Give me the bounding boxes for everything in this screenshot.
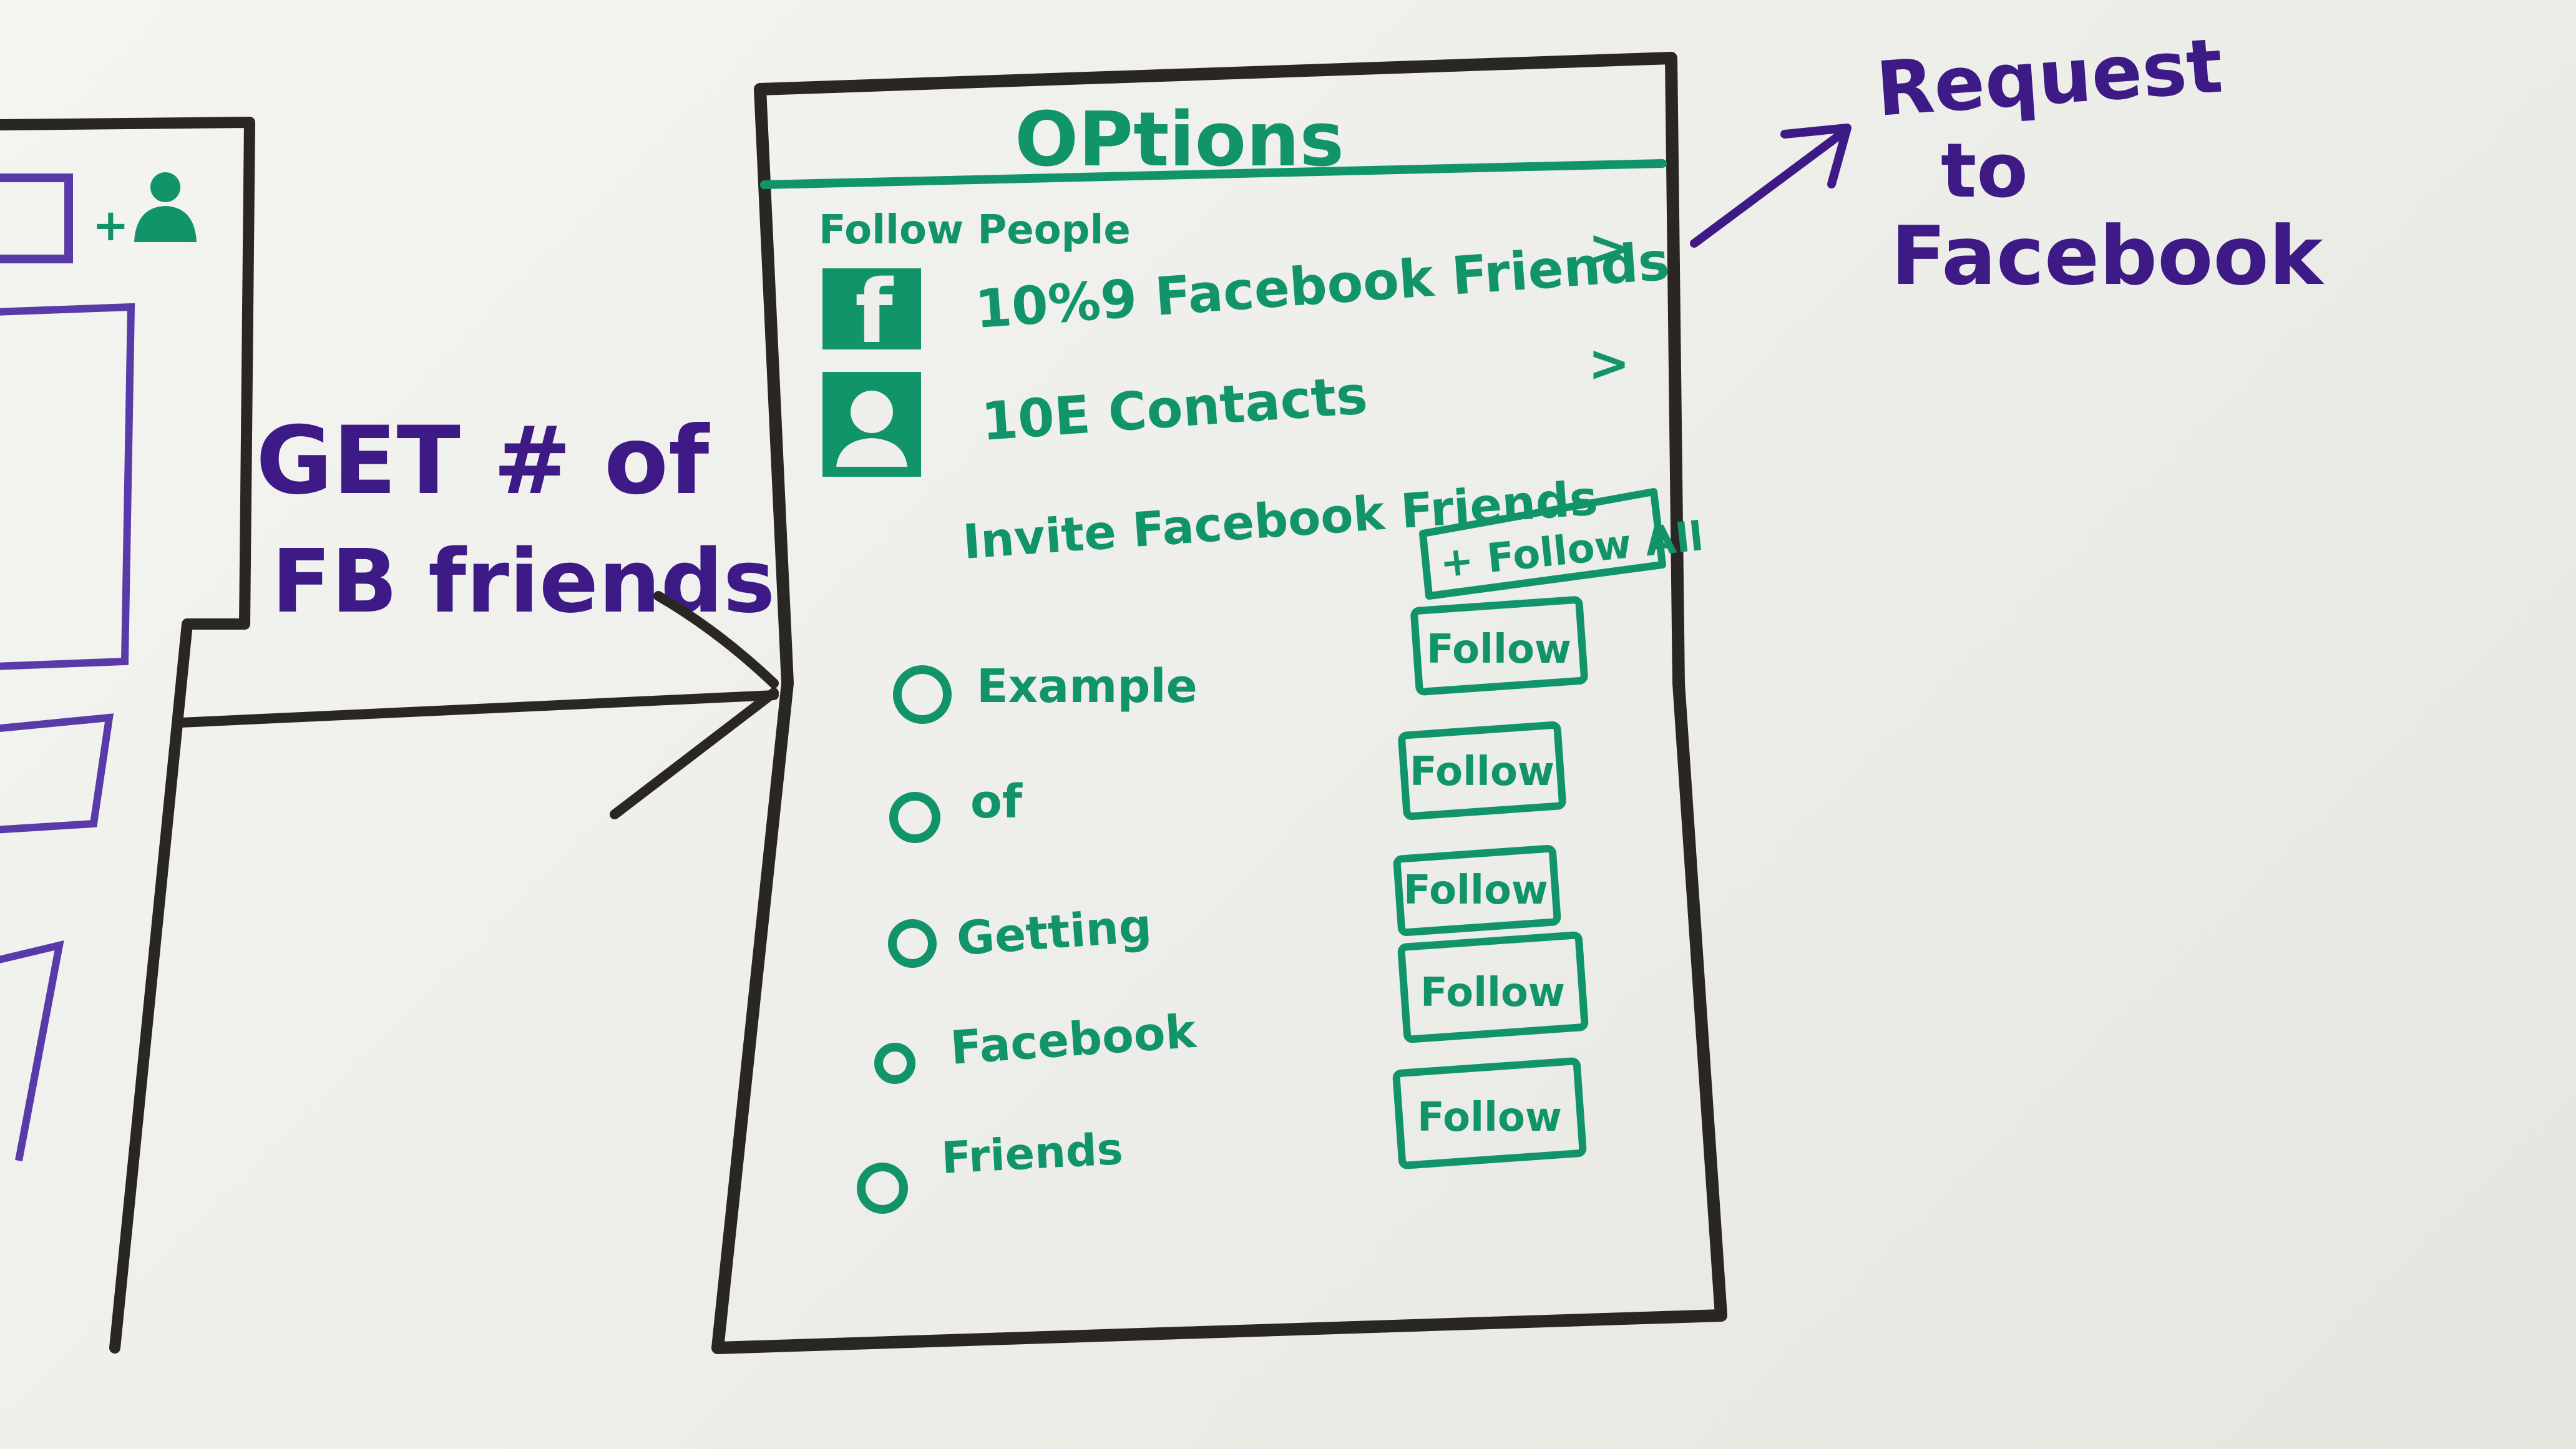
- list-item: Friends Follow: [857, 1057, 1587, 1214]
- list-item: of Follow: [889, 721, 1566, 843]
- follow-button[interactable]: Follow: [1410, 596, 1588, 696]
- arrow-icon: [1690, 124, 1852, 248]
- phone-frame: [711, 52, 1727, 1354]
- title-underline: [760, 159, 1667, 189]
- radio-circle-icon[interactable]: [874, 1043, 915, 1084]
- get-annotation-line-1: GET # of: [256, 407, 710, 515]
- radio-circle-icon[interactable]: [889, 792, 940, 843]
- follow-button-label: Follow: [1427, 627, 1571, 673]
- follow-button-label: Follow: [1420, 970, 1565, 1016]
- follow-button[interactable]: Follow: [1397, 931, 1589, 1043]
- follow-button[interactable]: Follow: [1393, 844, 1561, 937]
- request-facebook-annotation: Request to Facebook: [1690, 23, 2325, 303]
- request-annotation-line-1: Request: [1873, 23, 2225, 134]
- contact-person-icon: [822, 372, 921, 477]
- facebook-icon: f: [822, 261, 921, 363]
- request-annotation-line-3: Facebook: [1891, 208, 2325, 303]
- friend-name: Friends: [940, 1123, 1125, 1184]
- radio-circle-icon[interactable]: [893, 665, 952, 724]
- follow-button-label: Follow: [1410, 749, 1554, 795]
- svg-text:+: +: [92, 200, 129, 251]
- friend-name: Getting: [955, 899, 1153, 966]
- left-partial-sketch: +: [0, 117, 779, 1354]
- get-fb-friends-annotation: GET # of FB friends: [256, 407, 779, 819]
- chevron-right-icon: >: [1588, 334, 1630, 393]
- friend-list: Example Follow of Follow Getting Follow: [857, 596, 1589, 1214]
- section-label: Follow People: [819, 207, 1131, 253]
- contacts-row[interactable]: 10E Contacts >: [822, 334, 1630, 477]
- request-annotation-line-2: to: [1941, 128, 2028, 215]
- friend-name: Example: [977, 660, 1198, 713]
- chevron-right-icon: >: [1588, 219, 1630, 277]
- add-user-icon: +: [92, 172, 197, 251]
- svg-text:f: f: [855, 261, 894, 363]
- contacts-label: 10E Contacts: [980, 364, 1370, 452]
- list-item: Example Follow: [893, 596, 1588, 724]
- radio-circle-icon[interactable]: [888, 919, 937, 968]
- follow-button[interactable]: Follow: [1392, 1057, 1587, 1169]
- list-item: Getting Follow: [888, 844, 1561, 968]
- follow-button[interactable]: Follow: [1398, 721, 1566, 821]
- follow-button-label: Follow: [1417, 1095, 1562, 1141]
- arrow-icon: [610, 591, 779, 819]
- friend-name: Facebook: [949, 1005, 1199, 1075]
- follow-button-label: Follow: [1403, 867, 1548, 914]
- friend-name: of: [970, 775, 1023, 829]
- radio-circle-icon[interactable]: [857, 1163, 908, 1214]
